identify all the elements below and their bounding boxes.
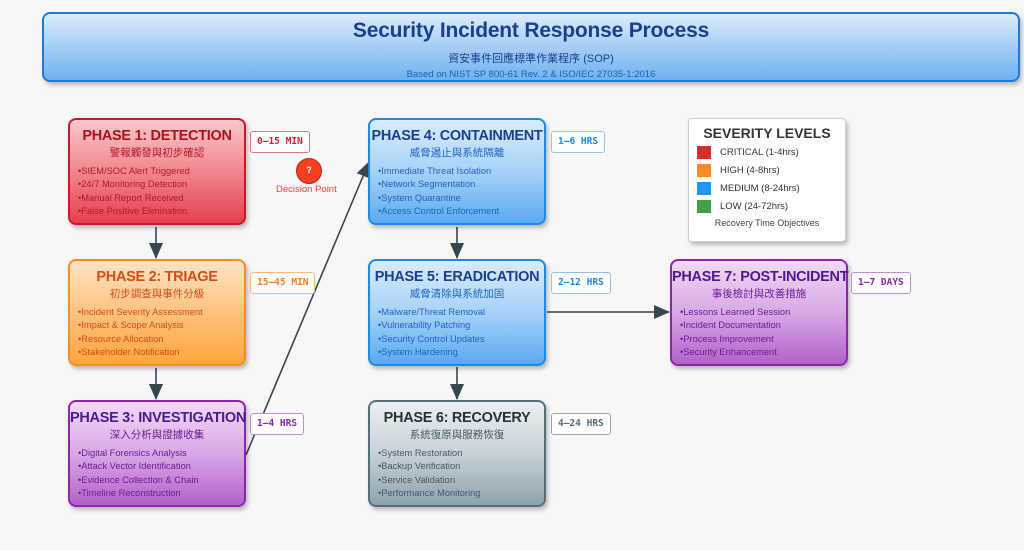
duration-badge-phase-2: 15–45 MIN (250, 272, 316, 294)
phase-title: PHASE 5: ERADICATION (374, 269, 540, 285)
phase-item: Resource Allocation (78, 333, 244, 346)
phase-item: 24/7 Monitoring Detection (78, 178, 244, 191)
phase-item: Immediate Threat Isolation (378, 165, 544, 178)
phase-item: Process Improvement (680, 333, 846, 346)
phase-7-post-incident: PHASE 7: POST-INCIDENT 事後檢討與改善措施 Lessons… (670, 259, 849, 366)
phase-title: PHASE 6: RECOVERY (383, 410, 531, 426)
phase-item: System Hardening (378, 346, 544, 359)
phase-item: Backup Verification (378, 460, 544, 473)
low-swatch (697, 200, 711, 213)
phase-subtitle: 威脅清除與系統加固 (409, 288, 505, 300)
phase-subtitle: 初步調查與事件分級 (109, 288, 205, 300)
decision-point-icon: ? (296, 158, 322, 184)
phase-item: Performance Monitoring (378, 487, 544, 500)
phase-item: Attack Vector Identification (78, 460, 244, 473)
phase-subtitle: 深入分析與證據收集 (109, 429, 205, 441)
legend-item-critical: CRITICAL (1-4hrs) (697, 146, 845, 159)
diagram-header: Security Incident Response Process 資安事件回… (42, 12, 1020, 82)
phase-subtitle: 系統復原與服務恢復 (409, 429, 505, 441)
diagram-title: Security Incident Response Process (352, 19, 710, 42)
diagram-reference: Based on NIST SP 800-61 Rev. 2 & ISO/IEC… (406, 69, 656, 80)
phase-4-containment: PHASE 4: CONTAINMENT 威脅遏止與系統隔離 Immediate… (368, 118, 546, 225)
phase-title: PHASE 7: POST-INCIDENT (672, 269, 849, 285)
phase-title: PHASE 2: TRIAGE (96, 269, 218, 285)
phase-item: Malware/Threat Removal (378, 306, 544, 319)
phase-item: Evidence Collection & Chain (78, 474, 244, 487)
duration-badge-phase-1: 0–15 MIN (250, 131, 310, 153)
decision-point-label: Decision Point (276, 184, 337, 195)
phase-title: PHASE 4: CONTAINMENT (371, 128, 543, 144)
phase-item: Security Enhancement (680, 346, 846, 359)
phase-item: Impact & Scope Analysis (78, 319, 244, 332)
duration-badge-phase-7: 1–7 DAYS (851, 272, 911, 294)
phase-item: Timeline Reconstruction (78, 487, 244, 500)
diagram-subtitle: 資安事件回應標準作業程序 (SOP) (448, 53, 614, 65)
legend-label: MEDIUM (8-24hrs) (720, 183, 800, 194)
legend-label: HIGH (4-8hrs) (720, 165, 780, 176)
phase-item: Incident Documentation (680, 319, 846, 332)
phase-title: PHASE 1: DETECTION (82, 128, 232, 144)
phase-subtitle: 警報觸發與初步確認 (109, 147, 205, 159)
medium-swatch (697, 182, 711, 195)
phase-item: Manual Report Received (78, 192, 244, 205)
legend-title: SEVERITY LEVELS (703, 125, 831, 141)
severity-legend: SEVERITY LEVELS CRITICAL (1-4hrs) HIGH (… (688, 118, 846, 242)
phase-3-investigation: PHASE 3: INVESTIGATION 深入分析與證據收集 Digital… (68, 400, 246, 507)
legend-label: LOW (24-72hrs) (720, 201, 789, 212)
duration-badge-phase-6: 4–24 HRS (551, 413, 611, 435)
duration-badge-phase-5: 2–12 HRS (551, 272, 611, 294)
phase-item: Lessons Learned Session (680, 306, 846, 319)
phase-subtitle: 事後檢討與改善措施 (711, 288, 807, 300)
phase-item: System Quarantine (378, 192, 544, 205)
phase-item: Vulnerability Patching (378, 319, 544, 332)
phase-item: Access Control Enforcement (378, 205, 544, 218)
legend-item-medium: MEDIUM (8-24hrs) (697, 182, 845, 195)
duration-badge-phase-3: 1–4 HRS (250, 413, 305, 435)
phase-item: Stakeholder Notification (78, 346, 244, 359)
phase-item: SIEM/SOC Alert Triggered (78, 165, 244, 178)
phase-1-detection: PHASE 1: DETECTION 警報觸發與初步確認 SIEM/SOC Al… (68, 118, 246, 225)
phase-subtitle: 威脅遏止與系統隔離 (409, 147, 505, 159)
phase-item: System Restoration (378, 447, 544, 460)
phase-item: Security Control Updates (378, 333, 544, 346)
critical-swatch (697, 146, 711, 159)
phase-item: Digital Forensics Analysis (78, 447, 244, 460)
arrow-phase3-to-phase4 (245, 161, 370, 456)
phase-2-triage: PHASE 2: TRIAGE 初步調查與事件分級 Incident Sever… (68, 259, 246, 366)
phase-6-recovery: PHASE 6: RECOVERY 系統復原與服務恢復 System Resto… (368, 400, 546, 507)
phase-5-eradication: PHASE 5: ERADICATION 威脅清除與系統加固 Malware/T… (368, 259, 546, 366)
duration-badge-phase-4: 1–6 HRS (551, 131, 606, 153)
phase-item: Service Validation (378, 474, 544, 487)
legend-item-low: LOW (24-72hrs) (697, 200, 845, 213)
high-swatch (697, 164, 711, 177)
legend-label: CRITICAL (1-4hrs) (720, 147, 799, 158)
phase-item: Incident Severity Assessment (78, 306, 244, 319)
legend-footer: Recovery Time Objectives (714, 218, 820, 228)
phase-title: PHASE 3: INVESTIGATION (70, 410, 247, 426)
phase-item: False Positive Elimination (78, 205, 244, 218)
legend-item-high: HIGH (4-8hrs) (697, 164, 845, 177)
phase-item: Network Segmentation (378, 178, 544, 191)
